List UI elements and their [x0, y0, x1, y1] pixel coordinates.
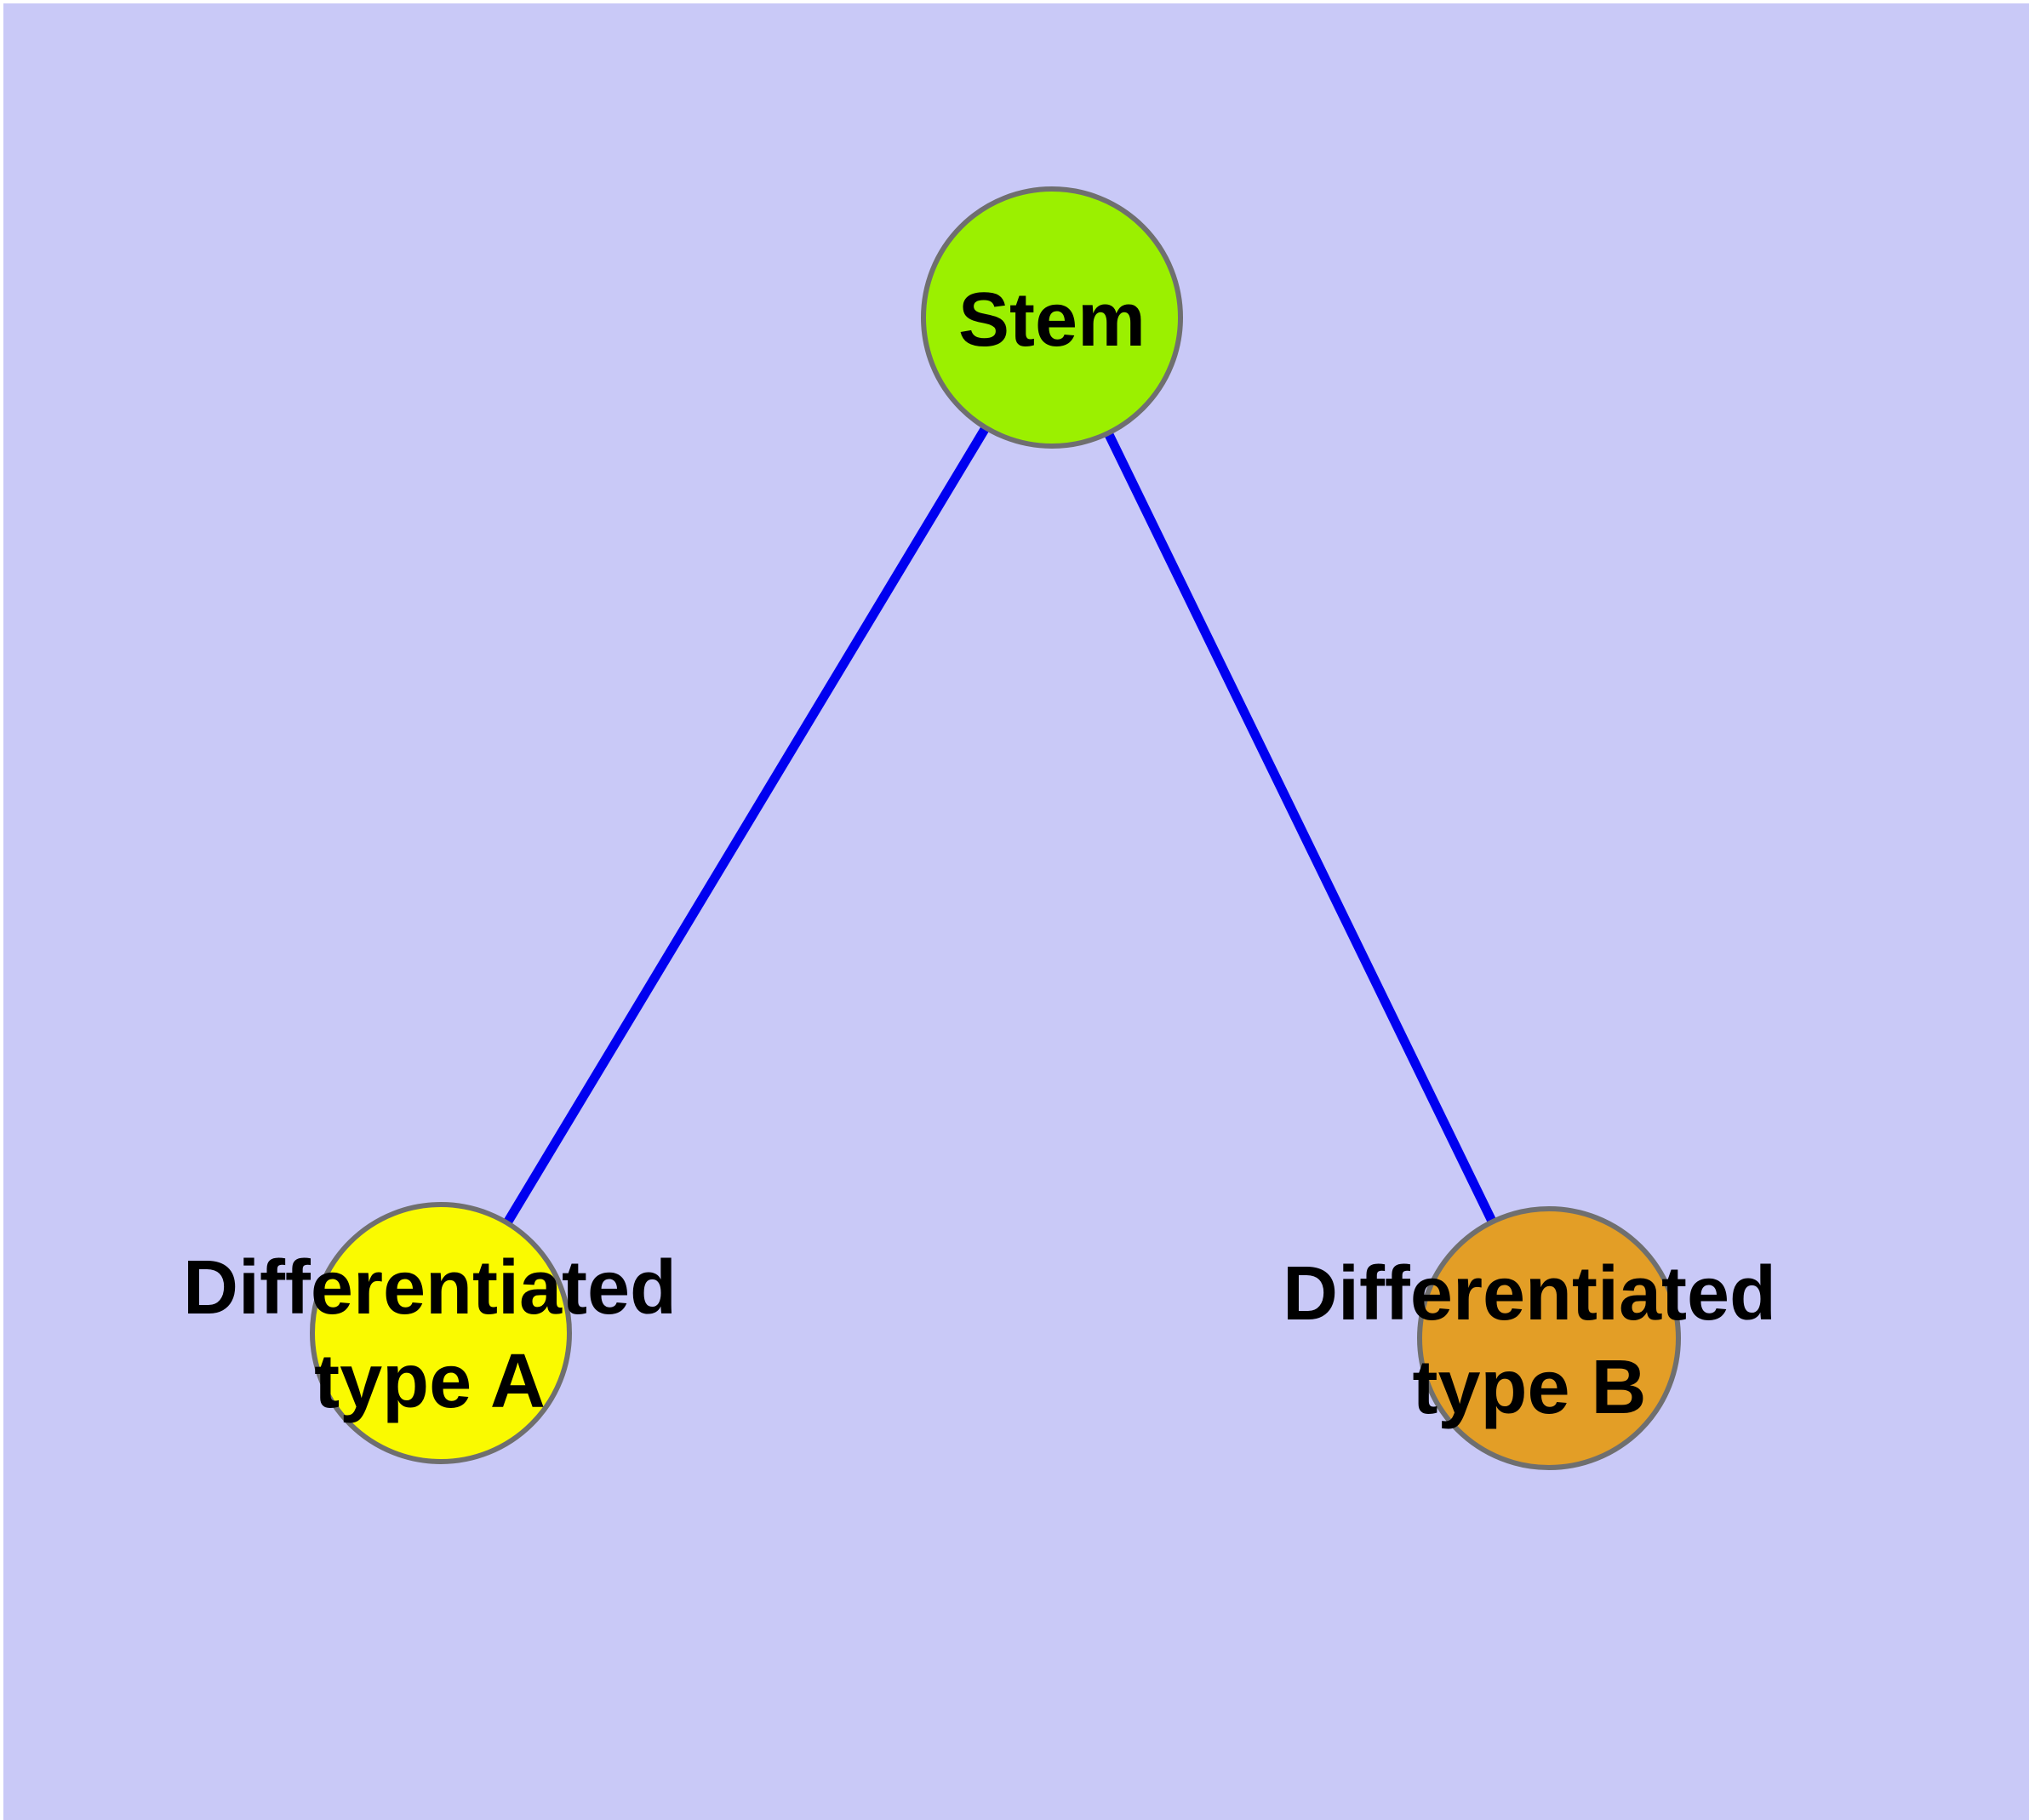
edge-stem-to-type-a — [437, 315, 1056, 1336]
node-type-b — [1417, 1206, 1681, 1470]
type-a-node-label-line1: Differentiated — [183, 1245, 677, 1331]
edge-stem-to-type-b — [1048, 315, 1553, 1341]
node-stem — [921, 186, 1183, 449]
type-b-node-label-line1: Differentiated — [1283, 1251, 1776, 1336]
type-a-node-label-line2: type A — [314, 1339, 546, 1424]
node-type-a — [310, 1202, 572, 1464]
stem-node-label: Stem — [958, 278, 1146, 363]
type-b-node-label-line2: type B — [1412, 1345, 1646, 1430]
